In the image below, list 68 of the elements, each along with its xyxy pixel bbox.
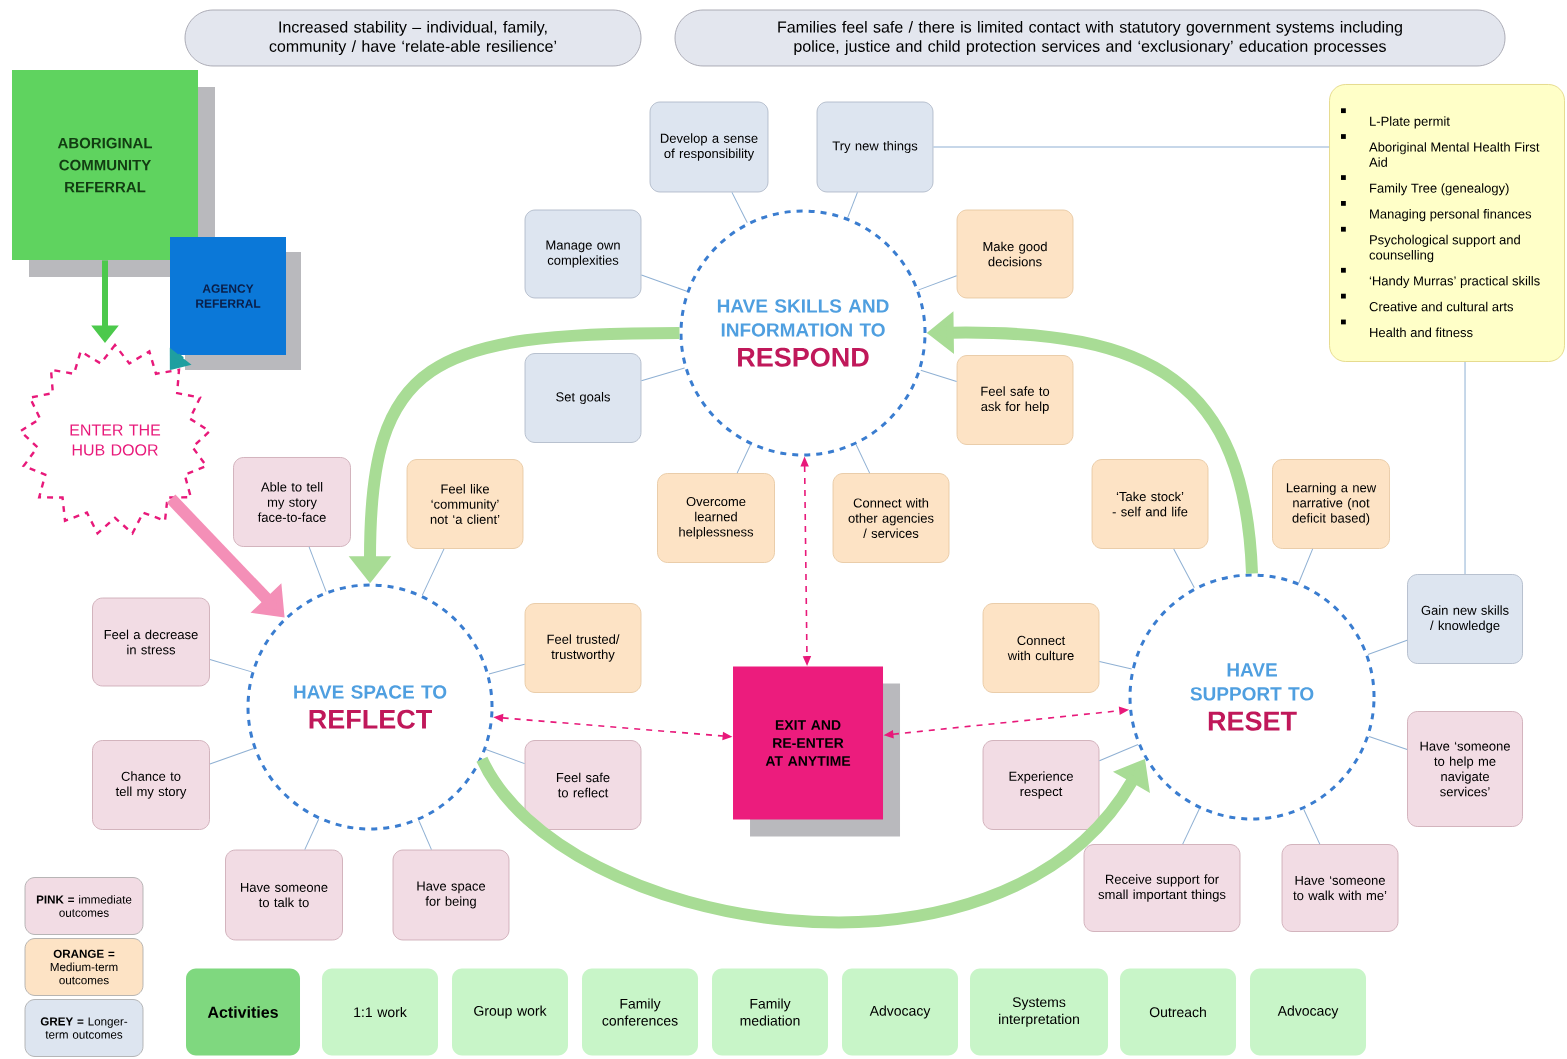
- outcome-box: Try new things: [816, 101, 934, 193]
- connector-line: [1298, 548, 1314, 584]
- exit-box: EXIT AND RE-ENTER AT ANYTIME: [733, 666, 883, 820]
- list-box: L-Plate permit Aboriginal Mental Health First Aid Family Tree (genealogy) Managing personal finances Psychological support and counselling ‘Handy Murras’ practical skills Creative and cultural arts Health and fitness: [1329, 84, 1565, 362]
- connector-line: [731, 191, 748, 224]
- outcome-box: Have someone to talk to: [225, 849, 343, 941]
- outcome-box: Set goals: [524, 353, 642, 443]
- connector-line: [932, 146, 1330, 148]
- outcome-banner: Families feel safe / there is limited contact with statutory government systems including police, justice and child protection services and ‘exclusionary’ education processes: [674, 9, 1506, 67]
- outcome-box: Develop a sense of responsibility: [649, 101, 769, 193]
- connector-line: [421, 548, 445, 596]
- connector-line: [920, 369, 958, 383]
- connector-line: [640, 367, 686, 382]
- outcome-banner: Increased stability – individual, family, community / have ‘relate-able resilience’: [184, 9, 642, 67]
- connector-line: [1303, 808, 1321, 845]
- connector-line: [855, 444, 871, 474]
- connector-line: [847, 191, 858, 219]
- outcome-box: Able to tell my story face-to-face: [233, 457, 351, 547]
- outcome-box: Connect with other agencies / services: [832, 473, 950, 563]
- outcome-box: Make good decisions: [956, 209, 1074, 299]
- legend-item: GREY = Longer-term outcomes: [24, 999, 144, 1057]
- legend-item: PINK = immediate outcomes: [24, 877, 144, 935]
- connector-line: [640, 274, 688, 292]
- connector-line: [1182, 808, 1200, 845]
- outcome-box: Gain new skills / knowledge: [1407, 574, 1523, 664]
- outcome-box: Experience respect: [982, 740, 1100, 830]
- connector-line: [209, 747, 255, 765]
- outcome-box: Have ‘someone to help me navigate services’: [1407, 711, 1523, 827]
- referral-box: AGENCY REFERRAL: [170, 237, 286, 355]
- connector-line: [1173, 548, 1195, 589]
- connector-line: [1368, 736, 1408, 750]
- activity-box: Systems interpretation: [970, 968, 1108, 1056]
- outcome-box: Overcome learned helplessness: [657, 473, 775, 563]
- connector-line: [1464, 361, 1466, 575]
- connector-line: [1367, 639, 1408, 656]
- legend-item: ORANGE = Medium-term outcomes: [24, 938, 144, 996]
- connector-line: [1098, 661, 1133, 670]
- referral-box: ABORIGINAL COMMUNITY REFERRAL: [12, 70, 198, 260]
- outcome-box: Manage own complexities: [524, 209, 642, 299]
- activity-box: Advocacy: [1250, 968, 1366, 1056]
- connector-line: [736, 444, 751, 474]
- outcome-box: Feel safe to reflect: [524, 740, 642, 830]
- connector-line: [918, 275, 958, 291]
- activity-box: Family mediation: [712, 968, 828, 1056]
- connector-line: [304, 818, 320, 851]
- outcome-box: Have space for being: [392, 849, 510, 941]
- outcome-box: Have ‘someone to walk with me’: [1281, 844, 1399, 932]
- outcome-box: Learning a new narrative (not deficit based): [1272, 459, 1390, 549]
- connector-line: [1098, 744, 1139, 762]
- connector-line: [209, 659, 253, 673]
- activity-box: Outreach: [1120, 968, 1236, 1056]
- connector-line: [485, 748, 526, 765]
- connector-line: [308, 546, 327, 593]
- activity-box: Group work: [452, 968, 568, 1056]
- outcome-box: Connect with culture: [982, 603, 1100, 693]
- connector-line: [488, 663, 526, 675]
- activity-box: Family conferences: [582, 968, 698, 1056]
- outcome-box: Feel a decrease in stress: [92, 597, 210, 687]
- activity-box: Advocacy: [842, 968, 958, 1056]
- activity-heading-box: Activities: [186, 968, 300, 1056]
- outcome-box: Feel safe to ask for help: [956, 355, 1074, 445]
- outcome-box: Feel trusted/ trustworthy: [524, 603, 642, 693]
- activity-box: 1:1 work: [322, 968, 438, 1056]
- outcome-box: ‘Take stock’ - self and life: [1091, 459, 1209, 549]
- outcome-box: Chance to tell my story: [92, 740, 210, 830]
- connector-line: [418, 819, 432, 851]
- outcome-box: Feel like ‘community’ not ‘a client’: [406, 459, 524, 549]
- outcome-box: Receive support for small important things: [1083, 844, 1241, 932]
